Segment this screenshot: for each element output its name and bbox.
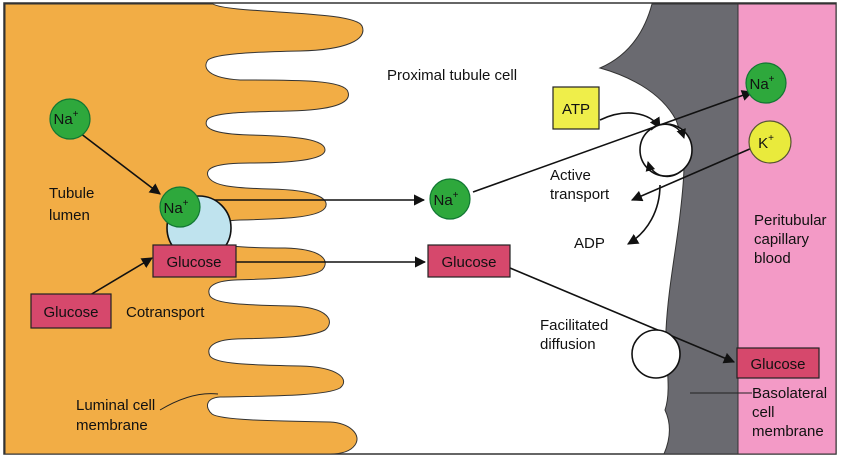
basolateral-line-2: cell <box>752 404 775 421</box>
k-ion-charge: + <box>768 133 774 144</box>
peritubular-line-3: blood <box>754 250 791 267</box>
glucose-blood-label: Glucose <box>750 356 805 373</box>
tubule-lumen-line-2: lumen <box>49 207 90 224</box>
na-ion-cotransporter-text: Na <box>163 200 183 217</box>
na-ion-cell-charge: + <box>453 190 459 201</box>
luminal-line-1: Luminal cell <box>76 397 155 414</box>
luminal-line-2: membrane <box>76 417 148 434</box>
peritubular-line-1: Peritubular <box>754 212 827 229</box>
basolateral-line-3: membrane <box>752 423 824 440</box>
peritubular-blood-label: Peritubular capillary blood <box>754 212 831 267</box>
peritubular-line-2: capillary <box>754 231 810 248</box>
na-ion-lumen-text: Na <box>53 111 73 128</box>
glucose-cell-box: Glucose <box>427 244 511 278</box>
luminal-membrane-label: Luminal cell membrane <box>76 397 159 434</box>
pump-cycle-arrow-bottom <box>645 161 682 178</box>
facilitated-diffusion-label: Facilitated diffusion <box>540 317 613 353</box>
glucose-uniporter <box>631 329 681 379</box>
na-ion-lumen: Na+ <box>49 98 91 140</box>
proximal-tubule-cell-label: Proximal tubule cell <box>387 67 517 84</box>
basolateral-membrane-label: Basolateral cell membrane <box>752 385 831 440</box>
pump-cycle-arrow-top <box>650 123 686 139</box>
na-ion-blood: Na+ <box>745 62 787 104</box>
glucose-exit-arrow <box>509 267 736 364</box>
na-ion-cotransporter: Na+ <box>159 186 201 228</box>
peritubular-blood-region <box>737 3 837 455</box>
adp-label: ADP <box>574 235 605 252</box>
active-line-1: Active <box>550 167 591 184</box>
atp-box <box>552 86 600 130</box>
na-ion-lumen-charge: + <box>73 109 79 120</box>
svg-text:Na+: Na+ <box>433 190 458 209</box>
glucose-cell-label: Glucose <box>441 254 496 271</box>
active-transport-label: Active transport <box>550 167 610 203</box>
na-entry-arrow <box>79 132 161 195</box>
basolateral-line-1: Basolateral <box>752 385 827 402</box>
facilitated-line-1: Facilitated <box>540 317 608 334</box>
cotransport-label: Cotransport <box>126 304 205 321</box>
na-k-pump <box>639 123 693 177</box>
k-pump-in-arrow <box>630 147 753 202</box>
glucose-lumen-label: Glucose <box>43 304 98 321</box>
adp-release-arrow <box>627 184 661 245</box>
svg-text:Na+: Na+ <box>163 198 188 217</box>
tubule-lumen-line-1: Tubule <box>49 185 94 202</box>
k-ion-blood: K+ <box>748 120 792 164</box>
glucose-entry-arrow <box>84 257 153 299</box>
glucose-cotransport-label: Glucose <box>166 254 221 271</box>
na-ion-cotransporter-charge: + <box>183 198 189 209</box>
svg-text:Na+: Na+ <box>53 109 78 128</box>
na-ion-blood-text: Na <box>749 76 769 93</box>
k-ion-text: K <box>758 135 768 152</box>
svg-text:Na+: Na+ <box>749 74 774 93</box>
glucose-lumen-box: Glucose <box>30 293 112 329</box>
tubule-lumen-label: Tubule lumen <box>49 185 98 224</box>
na-ion-cell-text: Na <box>433 192 453 209</box>
basolateral-membrane-region <box>598 3 739 455</box>
na-ion-cell: Na+ <box>429 178 471 220</box>
glucose-cotransport-box: Glucose <box>152 244 237 278</box>
active-line-2: transport <box>550 186 610 203</box>
luminal-pointer-line <box>159 393 219 411</box>
facilitated-line-2: diffusion <box>540 336 596 353</box>
atp-hydrolysis-arrow <box>599 112 661 129</box>
atp-label: ATP <box>562 101 590 118</box>
na-pump-out-arrow <box>472 90 754 193</box>
svg-text:K+: K+ <box>758 133 774 152</box>
glucose-blood-box: Glucose <box>736 347 820 379</box>
na-ion-blood-charge: + <box>769 74 775 85</box>
